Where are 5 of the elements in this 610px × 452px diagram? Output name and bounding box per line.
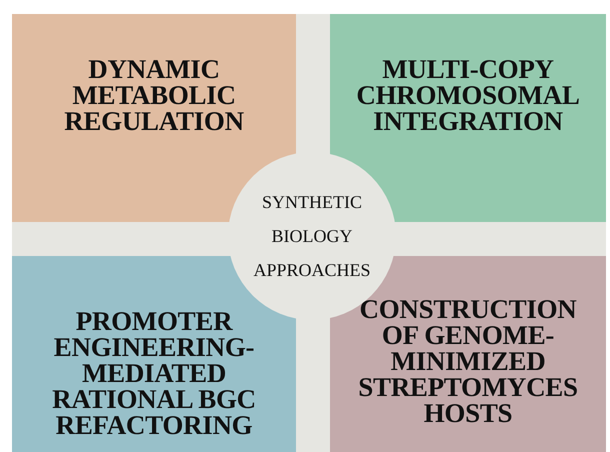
panel-heading: PROMOTER ENGINEERING-MEDIATED RATIONAL BGC REFACTORING — [51, 308, 257, 438]
panel-heading: DYNAMIC METABOLIC REGULATION — [64, 56, 244, 134]
circle-title: SYNTHETIC BIOLOGY APPROACHES — [252, 191, 372, 282]
panel-heading: MULTI-COPY CHROMOSOMAL INTEGRATION — [355, 56, 581, 134]
panel-heading: CONSTRUCTION OF GENOME-MINIMIZED STREPTOMYCES HOSTS — [357, 296, 579, 426]
